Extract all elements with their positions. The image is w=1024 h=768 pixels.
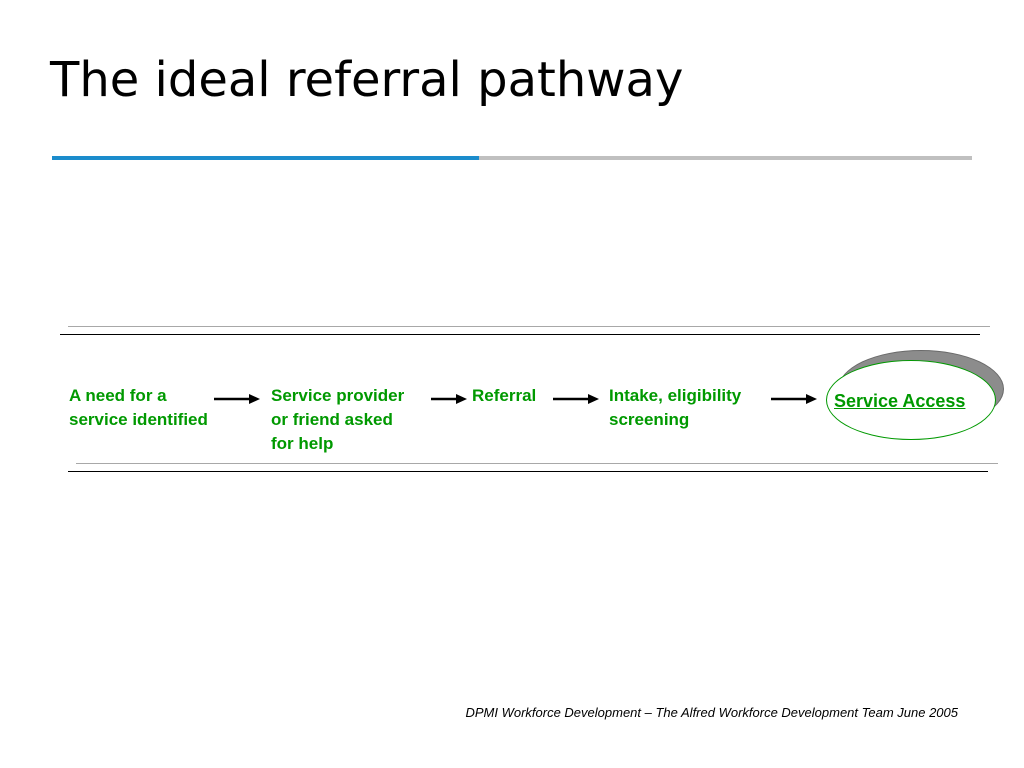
title-rule-accent [52, 156, 479, 160]
step-intake-screening: Intake, eligibility screening [609, 386, 742, 429]
arrow-right-icon [553, 394, 599, 404]
arrow-right-icon [771, 394, 817, 404]
arrow-right-icon [214, 394, 260, 404]
title-rule-muted [479, 156, 972, 160]
divider-bottom [68, 471, 988, 472]
divider-top [60, 334, 980, 335]
step-help-asked: Service provider or friend asked for hel… [271, 386, 405, 453]
slide-footer: DPMI Workforce Development – The Alfred … [465, 705, 958, 720]
step-referral: Referral [472, 386, 537, 405]
arrow-right-icon [431, 394, 467, 404]
outcome-service-access: Service Access [834, 391, 966, 411]
step-need-identified: A need for a service identified [69, 386, 208, 429]
divider-top-light [68, 326, 990, 327]
divider-bottom-light [76, 463, 998, 464]
slide-title: The ideal referral pathway [50, 52, 684, 108]
outcome-ellipse [826, 360, 996, 440]
